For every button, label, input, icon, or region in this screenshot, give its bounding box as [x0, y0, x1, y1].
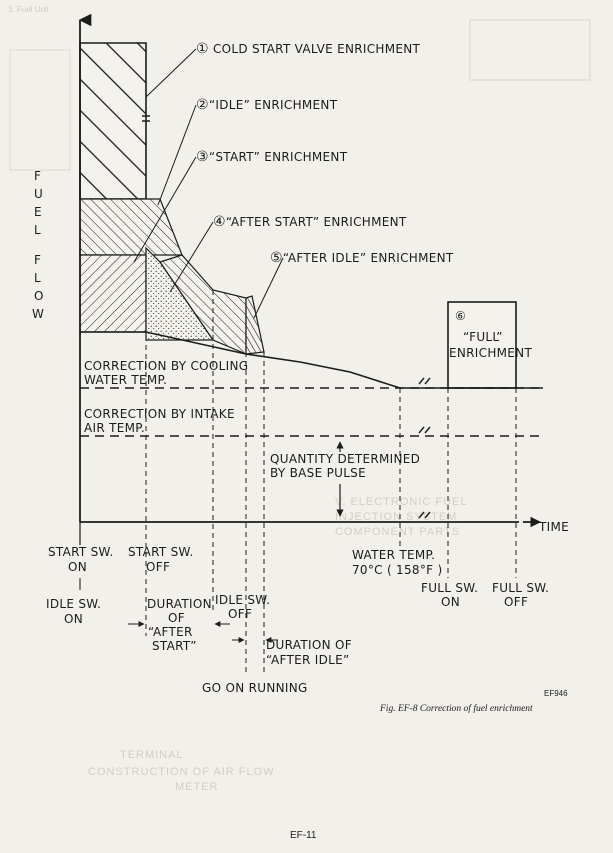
x-axis-label: TIME	[538, 520, 569, 534]
y-letter: O	[34, 289, 44, 303]
label-intake-1: CORRECTION BY INTAKE	[84, 407, 235, 421]
page-number: EF-11	[290, 830, 317, 841]
label-full-2: ENRICHMENT	[449, 346, 532, 360]
label-after-start: ④“AFTER START” ENRICHMENT	[213, 214, 407, 230]
y-letter: L	[34, 271, 41, 285]
water-temp-2: 70°C ( 158°F )	[352, 563, 442, 577]
label-cooling-2: WATER TEMP.	[84, 373, 167, 387]
label-intake-2: AIR TEMP.	[84, 421, 145, 435]
duration-after-start-1: DURATION	[147, 597, 212, 611]
bleed-line-6: TERMINAL	[120, 749, 184, 761]
figure-caption: EF946 Fig. EF-8 Correction of fuel enric…	[379, 689, 568, 714]
y-letter: U	[34, 187, 43, 201]
axes: TIME	[78, 13, 569, 534]
region-cold-start	[79, 42, 147, 200]
region-after-idle	[245, 295, 265, 355]
idle-sw-off-2: OFF	[228, 607, 252, 621]
y-letter: F	[34, 253, 41, 267]
label-cold-start: ① COLD START VALVE ENRICHMENT	[196, 41, 421, 57]
water-temp-1: WATER TEMP.	[352, 548, 435, 562]
duration-after-start-3: “AFTER	[148, 625, 193, 639]
start-sw-on-2: ON	[68, 560, 87, 574]
caption-text: Fig. EF-8 Correction of fuel enrichment	[379, 703, 533, 714]
label-full-number: ⑥	[455, 309, 466, 323]
event-lines	[145, 255, 517, 672]
bleed-line-4: CONSTRUCTION OF AIR FLOW	[88, 766, 275, 778]
duration-after-start-2: OF	[168, 611, 185, 625]
y-letter: W	[32, 307, 44, 321]
correction-lines	[80, 387, 543, 437]
duration-after-idle-1: DURATION OF	[266, 638, 352, 652]
y-letter: E	[34, 205, 42, 219]
idle-sw-off-1: IDLE SW.	[215, 593, 270, 607]
corner-header: 3. Fuel Unit	[8, 5, 50, 14]
axis-breaks	[418, 377, 431, 519]
full-sw-on-1: FULL SW.	[421, 581, 478, 595]
y-letter: L	[34, 223, 41, 237]
label-start: ③“START” ENRICHMENT	[196, 149, 348, 165]
region-idle	[79, 254, 147, 333]
leader-lines	[133, 48, 284, 319]
go-on-running: GO ON RUNNING	[202, 681, 308, 695]
duration-after-start-4: START”	[152, 639, 197, 653]
bleed-line-5: METER	[175, 781, 219, 793]
full-sw-off-2: OFF	[504, 595, 528, 609]
label-idle: ②“IDLE” ENRICHMENT	[196, 97, 338, 113]
y-letter: F	[34, 169, 41, 183]
start-sw-on-1: START SW.	[48, 545, 113, 559]
bleed-line-2: INJECTION SYSTEM	[335, 511, 457, 523]
figure-code: EF946	[544, 689, 568, 698]
label-cooling-1: CORRECTION BY COOLING	[84, 359, 248, 373]
y-axis-label: F U E L F L O W	[32, 169, 44, 321]
start-sw-off-2: OFF	[146, 560, 170, 574]
event-labels: START SW. ON START SW. OFF IDLE SW. ON D…	[46, 522, 549, 695]
region-full	[447, 301, 517, 389]
label-base-1: QUANTITY DETERMINED	[270, 452, 420, 466]
start-sw-off-1: START SW.	[128, 545, 193, 559]
label-base-2: BY BASE PULSE	[270, 466, 366, 480]
duration-after-idle-2: “AFTER IDLE”	[266, 653, 350, 667]
bleed-line-3: COMPONENT PARTS	[335, 526, 460, 538]
correction-labels: CORRECTION BY COOLING WATER TEMP. CORREC…	[84, 359, 420, 517]
enrichment-labels: ① COLD START VALVE ENRICHMENT ②“IDLE” EN…	[196, 41, 532, 360]
idle-sw-on-1: IDLE SW.	[46, 597, 101, 611]
label-full-1: “FULL”	[463, 330, 503, 344]
full-sw-off-1: FULL SW.	[492, 581, 549, 595]
bleed-through-text: 3. Fuel Unit V. ELECTRONIC FUEL INJECTIO…	[8, 5, 591, 793]
bleed-line-1: V. ELECTRONIC FUEL	[335, 496, 468, 508]
idle-sw-on-2: ON	[64, 612, 83, 626]
full-sw-on-2: ON	[441, 595, 460, 609]
label-after-idle: ⑤“AFTER IDLE” ENRICHMENT	[270, 250, 454, 266]
